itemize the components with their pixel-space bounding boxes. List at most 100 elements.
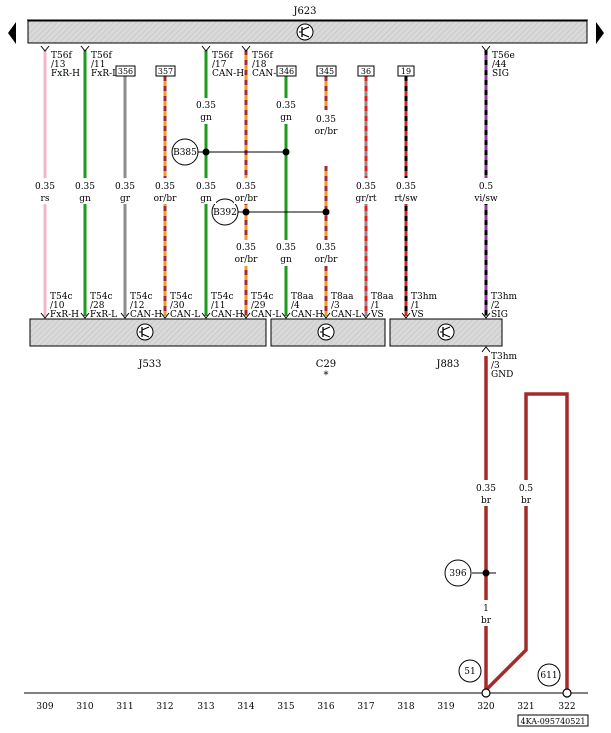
top-pin-314: T56f /18 CAN-L — [252, 51, 282, 79]
svg-text:vi/sw: vi/sw — [473, 194, 498, 204]
top-pin-310: T56f /11 FxR-L — [91, 51, 118, 79]
svg-text:0.35: 0.35 — [316, 115, 336, 125]
ground-point-51: 51 — [458, 659, 482, 683]
svg-text:321: 321 — [517, 702, 534, 712]
transistor-symbol-icon — [437, 323, 455, 341]
svg-text:or/br: or/br — [154, 194, 178, 204]
column-numbers: 309 310 311 312 313 314 315 316 317 318 … — [36, 702, 575, 712]
bottom-pin-315: T8aa /4 CAN-H — [291, 292, 323, 320]
svg-text:315: 315 — [277, 702, 294, 712]
svg-text:T56f: T56f — [252, 51, 273, 61]
bottom-pin-310: T54c /28 FxR-L — [90, 292, 117, 320]
svg-text:gn: gn — [280, 113, 292, 123]
svg-text:346: 346 — [279, 67, 294, 76]
svg-text:T3hm: T3hm — [491, 352, 518, 362]
ref-box-357: 357 — [155, 65, 176, 77]
svg-text:gn: gn — [79, 194, 91, 204]
top-pin-313: T56f /17 CAN-H — [212, 51, 244, 79]
svg-text:0.35: 0.35 — [396, 182, 416, 192]
svg-text:345: 345 — [319, 67, 334, 76]
svg-text:gr/rt: gr/rt — [355, 194, 376, 204]
svg-text:T54c: T54c — [50, 292, 73, 302]
svg-text:gn: gn — [200, 194, 212, 204]
svg-text:0.35: 0.35 — [316, 243, 336, 253]
svg-text:T56f: T56f — [51, 51, 72, 61]
svg-text:0.35: 0.35 — [155, 182, 175, 192]
continues-right-arrow-icon — [596, 22, 604, 44]
j883-ground-pin: T3hm /3 GND — [481, 346, 518, 380]
document-reference: 4KA-095740521 — [517, 714, 589, 727]
splice-b385: B385 — [171, 138, 199, 166]
svg-text:611: 611 — [540, 671, 557, 681]
svg-text:311: 311 — [116, 702, 133, 712]
svg-text:T3hm: T3hm — [411, 292, 438, 302]
transistor-symbol-icon — [296, 23, 314, 41]
svg-text:316: 316 — [317, 702, 334, 712]
wire-label-321-br: 0.5 br — [514, 480, 538, 506]
module-c29-title: C29 — [316, 359, 336, 370]
svg-text:GND: GND — [491, 370, 513, 380]
svg-text:0.35: 0.35 — [276, 243, 296, 253]
top-pin-309: T56f /13 FxR-H — [51, 51, 80, 79]
svg-text:T56f: T56f — [91, 51, 112, 61]
bottom-pin-309: T54c /10 FxR-H — [50, 292, 79, 320]
svg-text:1: 1 — [483, 604, 489, 614]
svg-text:T8aa: T8aa — [331, 292, 354, 302]
wire-label-316-upper: 0.35 or/br — [314, 110, 338, 166]
bottom-pin-314: T54c /29 CAN-L — [251, 292, 281, 320]
svg-text:312: 312 — [156, 702, 173, 712]
svg-text:/44: /44 — [492, 60, 507, 70]
module-j533-title: J533 — [137, 359, 161, 370]
svg-text:0.35: 0.35 — [115, 182, 135, 192]
svg-text:36: 36 — [361, 67, 371, 76]
wire-label-314-lower: 0.35 or/br — [234, 240, 258, 266]
svg-text:br: br — [481, 496, 492, 506]
svg-text:0.35: 0.35 — [196, 101, 216, 111]
svg-text:317: 317 — [357, 702, 374, 712]
svg-text:0.35: 0.35 — [276, 101, 296, 111]
svg-text:B392: B392 — [213, 208, 237, 218]
svg-text:FxR-L: FxR-L — [91, 69, 118, 79]
svg-text:4KA-095740521: 4KA-095740521 — [520, 717, 585, 726]
bottom-pin-320: T3hm /2 SIG — [491, 292, 518, 320]
svg-text:/3: /3 — [331, 301, 340, 311]
ref-box-346: 346 — [276, 65, 297, 77]
svg-text:CAN-L: CAN-L — [331, 310, 361, 320]
svg-text:/29: /29 — [251, 301, 266, 311]
wire-label-320-br: 0.35 br — [474, 480, 498, 506]
svg-text:51: 51 — [464, 667, 475, 677]
wire-label-311: 0.35 gr — [115, 178, 135, 204]
splice-396: 396 — [444, 559, 496, 587]
svg-text:FxR-H: FxR-H — [50, 310, 79, 320]
svg-text:/17: /17 — [212, 60, 227, 70]
ref-box-36: 36 — [357, 65, 375, 77]
svg-text:314: 314 — [237, 702, 254, 712]
svg-text:T54c: T54c — [251, 292, 274, 302]
module-c29-note: * — [324, 370, 329, 381]
wire-label-314-middle: 0.35 or/br — [234, 178, 258, 204]
bottom-pin-312: T54c /30 CAN-L — [170, 292, 200, 320]
top-pin-320: T56e /44 SIG — [492, 51, 515, 79]
svg-text:T3hm: T3hm — [491, 292, 518, 302]
wire-label-310: 0.35 gn — [75, 178, 95, 204]
continues-left-arrow-icon — [8, 22, 16, 44]
svg-text:FxR-L: FxR-L — [90, 310, 117, 320]
svg-text:318: 318 — [397, 702, 414, 712]
svg-text:0.35: 0.35 — [236, 182, 256, 192]
svg-text:356: 356 — [118, 67, 133, 76]
svg-text:br: br — [521, 496, 532, 506]
svg-text:/12: /12 — [130, 301, 144, 311]
svg-text:CAN-L: CAN-L — [252, 69, 282, 79]
module-c29: C29 * — [270, 318, 386, 381]
svg-text:320: 320 — [477, 702, 494, 712]
top-pin-terminals — [40, 45, 491, 52]
wire-labels: 0.35 gn 0.35 gn 0.35 or/br 0.35 rs 0.35 … — [35, 98, 538, 626]
svg-text:357: 357 — [158, 67, 173, 76]
wire-label-312: 0.35 or/br — [153, 178, 177, 204]
module-j883-title: J883 — [435, 359, 459, 370]
svg-text:T8aa: T8aa — [291, 292, 314, 302]
svg-text:br: br — [481, 616, 492, 626]
svg-text:or/br: or/br — [235, 255, 259, 265]
svg-text:/11: /11 — [211, 301, 225, 311]
